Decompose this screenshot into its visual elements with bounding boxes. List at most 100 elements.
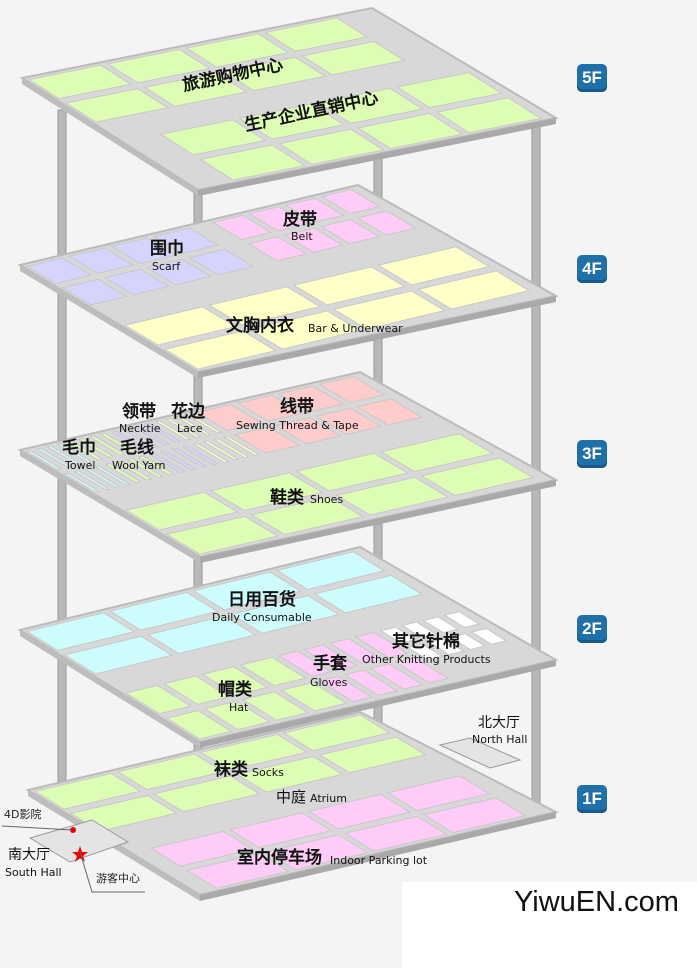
shop-block xyxy=(279,681,348,712)
shop-block xyxy=(192,571,302,611)
south-hall-label-en: South Hall xyxy=(5,866,62,879)
floor-edge xyxy=(20,630,200,748)
zone-label: 鞋类 xyxy=(270,488,304,508)
shop-block xyxy=(230,595,340,634)
floor-edge xyxy=(200,480,556,563)
shop-block xyxy=(422,797,527,834)
shop-block xyxy=(318,736,427,774)
shop-block xyxy=(175,415,212,436)
shop-block xyxy=(315,407,383,435)
shop-block xyxy=(25,612,136,651)
floor-badge-1f[interactable]: 1F xyxy=(577,785,607,813)
shop-block xyxy=(137,455,175,476)
shop-block xyxy=(248,310,362,350)
shop-block xyxy=(203,700,271,731)
shop-block xyxy=(115,460,153,481)
shop-block xyxy=(63,635,174,675)
shop-block xyxy=(152,775,261,813)
shop-block xyxy=(124,491,239,531)
shop-block xyxy=(379,626,417,644)
cinema-label: 4D影院 xyxy=(4,808,42,821)
shop-block xyxy=(369,663,424,690)
zone-label: 帽类 xyxy=(218,680,252,700)
shop-block xyxy=(356,112,464,150)
cinema-marker xyxy=(70,827,76,833)
shop-block xyxy=(103,268,171,296)
shop-block xyxy=(377,246,491,286)
shop-block xyxy=(300,40,406,76)
shop-block xyxy=(356,210,417,236)
leader-line xyxy=(1,825,73,831)
shop-block xyxy=(343,669,399,696)
zone-label: Hat xyxy=(229,701,249,714)
zone-label: 花边 xyxy=(171,402,205,422)
shop-block xyxy=(241,691,310,721)
shop-block xyxy=(470,627,508,645)
shop-block xyxy=(209,472,324,512)
zone-label: Sewing Thread & Tape xyxy=(236,419,359,432)
shop-block xyxy=(126,457,164,479)
zone-label: 皮带 xyxy=(283,210,317,230)
shop-block xyxy=(146,615,257,655)
zone-label: 袜类 xyxy=(214,760,248,780)
brand-logo: YiwuEN.com xyxy=(402,882,697,968)
zone-label: Atrium xyxy=(310,792,347,805)
shop-block xyxy=(148,452,186,474)
floor-edge xyxy=(20,265,198,378)
shop-block xyxy=(211,214,273,240)
zone-label: Shoes xyxy=(310,493,344,506)
floor-badge-4f[interactable]: 4F xyxy=(577,255,607,283)
zone-label: Towel xyxy=(65,459,96,472)
shop-block xyxy=(165,418,202,439)
shop-block xyxy=(159,450,198,471)
zone-label: 毛线 xyxy=(120,438,154,458)
shop-block xyxy=(73,470,111,491)
shop-block xyxy=(192,442,230,463)
floor-badge-3f[interactable]: 3F xyxy=(577,440,607,468)
shop-block xyxy=(417,270,531,310)
south-hall-entrance xyxy=(28,819,130,863)
shop-block xyxy=(277,650,333,677)
shop-block xyxy=(199,733,308,771)
shop-block xyxy=(152,227,219,254)
shop-block xyxy=(379,433,494,473)
shop-block xyxy=(274,417,342,445)
shop-block xyxy=(99,432,138,454)
zone-label: Other Knitting Products xyxy=(362,653,491,666)
zone-label: 日用百货 xyxy=(228,590,296,610)
shop-block xyxy=(277,128,385,165)
shop-block xyxy=(318,375,386,404)
shop-block xyxy=(33,772,142,810)
floor-edge xyxy=(198,118,556,196)
shop-block xyxy=(303,644,358,671)
zone-label: Indoor Parking lot xyxy=(330,854,428,867)
shop-block xyxy=(66,440,104,461)
shop-block xyxy=(77,437,116,459)
shop-block xyxy=(263,17,369,52)
shop-block xyxy=(307,793,412,830)
shop-block xyxy=(422,616,460,634)
shop-block xyxy=(406,643,444,661)
shop-block xyxy=(233,426,301,454)
floor-edge xyxy=(198,296,556,378)
south-hall-label-cn: 南大厅 xyxy=(8,847,50,863)
shop-block xyxy=(386,775,491,812)
shop-block xyxy=(238,103,346,140)
floor-badge-5f[interactable]: 5F xyxy=(577,64,607,92)
shop-block xyxy=(46,445,83,466)
shop-block xyxy=(222,56,327,92)
shop-block xyxy=(145,258,213,286)
shop-block xyxy=(420,457,535,497)
zone-label: 手套 xyxy=(313,654,347,674)
floor-badge-2f[interactable]: 2F xyxy=(577,615,607,643)
shop-block xyxy=(355,398,424,426)
shop-block xyxy=(354,631,409,659)
shop-block xyxy=(343,815,448,852)
shop-block xyxy=(109,591,219,631)
shop-block xyxy=(35,447,73,468)
shop-block xyxy=(88,435,127,456)
shop-block xyxy=(313,574,424,614)
shop-block xyxy=(187,248,255,276)
shop-block xyxy=(247,206,309,232)
shop-block xyxy=(104,462,142,484)
